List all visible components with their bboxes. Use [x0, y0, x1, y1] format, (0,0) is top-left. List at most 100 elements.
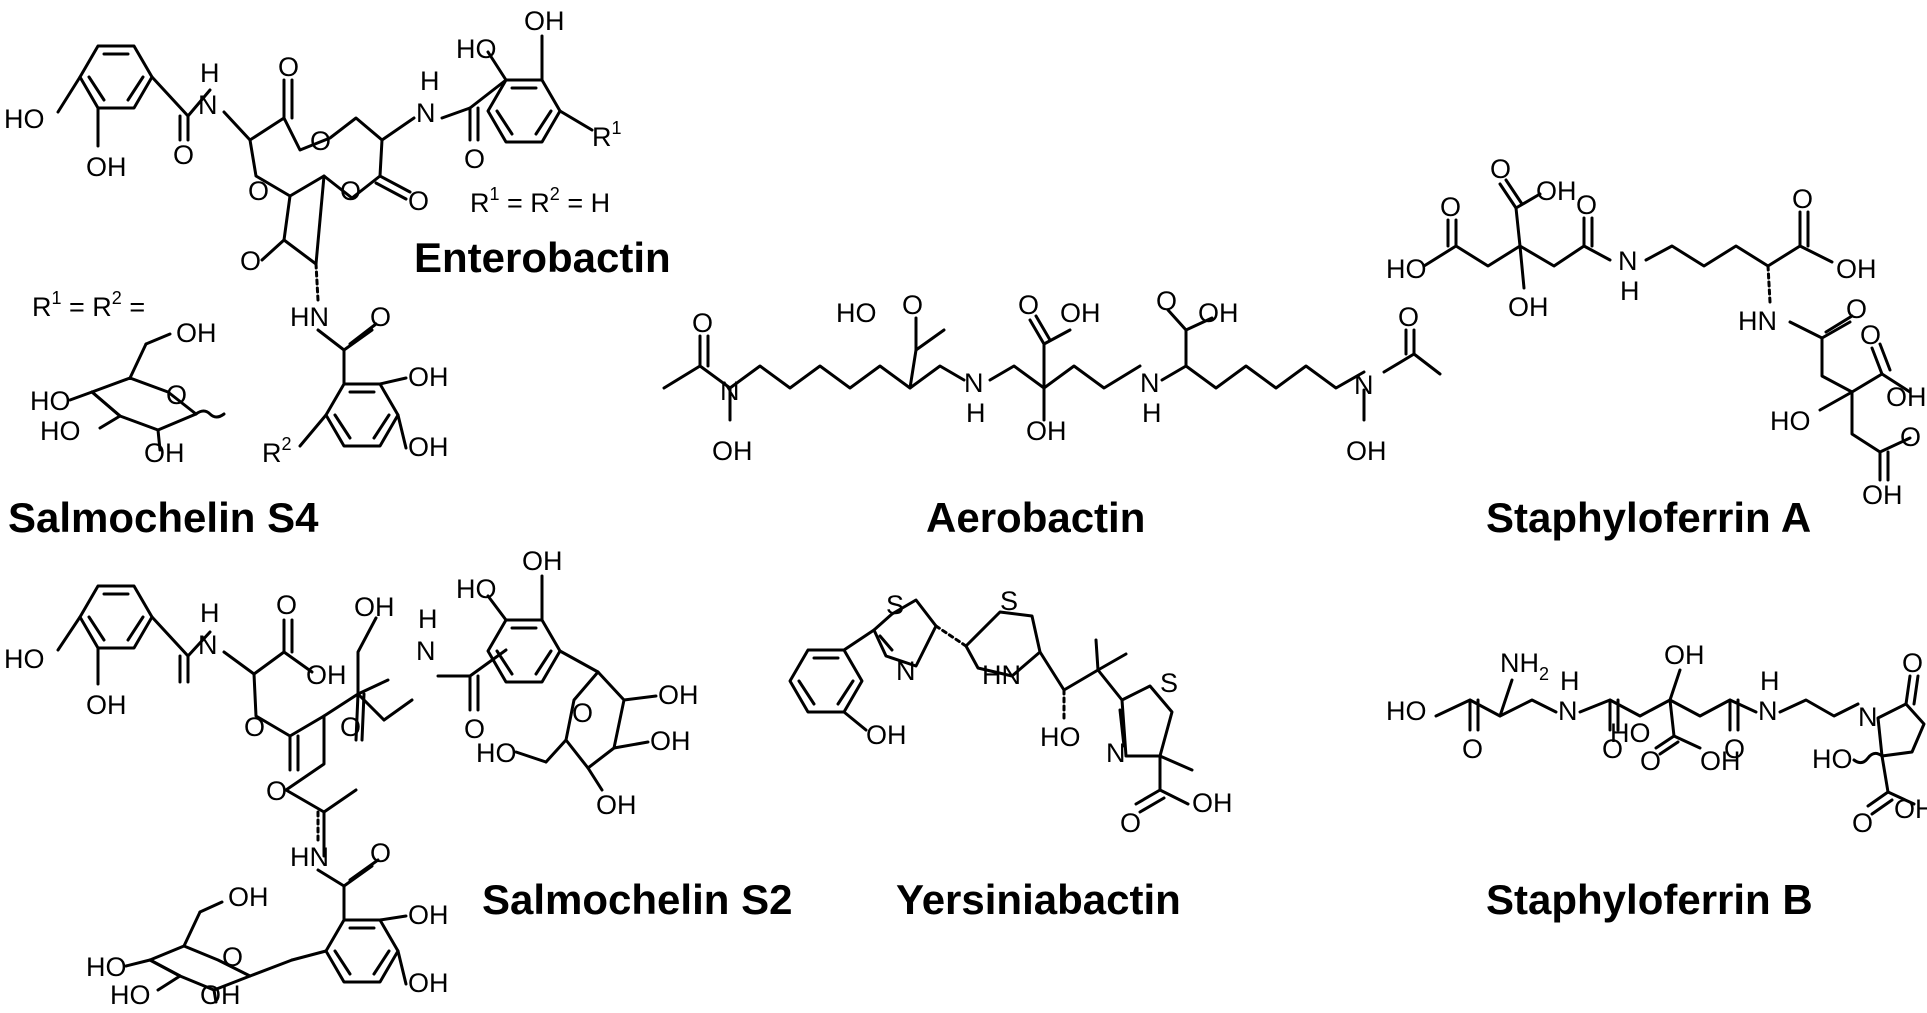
- atom-label: O: [222, 942, 243, 972]
- atom-label: N: [1140, 368, 1160, 398]
- atom-label: O: [240, 246, 261, 276]
- atom-label: O: [1640, 746, 1661, 776]
- salmochelin-substituent-note: R1 = R2 =: [32, 288, 145, 322]
- atom-label: N: [416, 98, 436, 128]
- atom-label: HO: [1610, 718, 1651, 748]
- atom-label: OH: [306, 660, 347, 690]
- atom-label: HN: [290, 302, 329, 332]
- atom-label: OH: [1894, 794, 1927, 824]
- atom-label: N: [1354, 370, 1374, 400]
- atom-label: N: [1618, 246, 1638, 276]
- atom-label: N: [1558, 696, 1578, 726]
- atom-label: HO: [4, 104, 45, 134]
- aerobactin-name: Aerobactin: [926, 494, 1145, 541]
- atom-label: O: [1576, 190, 1597, 220]
- aerobactin-citrate-core: [988, 364, 1142, 390]
- aerobactin-structure: O N OH HO O O OH O OH N H OH N H O N OH: [662, 286, 1442, 466]
- atom-label: O: [1018, 290, 1039, 320]
- glucose-substituent-s4: OH HO HO OH O: [30, 318, 226, 468]
- atom-label: NH2: [1500, 648, 1549, 684]
- atom-label: N: [198, 630, 218, 660]
- atom-label: H: [1620, 276, 1640, 306]
- staphyloferrin-b-pyrrolidinone: [1876, 702, 1926, 758]
- staphyloferrin-a-structure: O OH HO O OH O H N O OH HN O O OH HO O O…: [1386, 154, 1927, 510]
- atom-label: H: [420, 66, 440, 96]
- atom-label: O: [340, 176, 361, 206]
- atom-label: S: [886, 590, 904, 620]
- enterobactin-macrocycle: [248, 116, 384, 200]
- atom-label: H: [418, 604, 438, 634]
- atom-label: O: [1156, 286, 1177, 316]
- staphyloferrin-b-structure: NH2 H N HO O O OH H N O N O O OH HO HO O…: [1386, 640, 1927, 838]
- atom-label: HO: [456, 574, 497, 604]
- atom-label: OH: [408, 362, 449, 392]
- atom-label: OH: [176, 318, 217, 348]
- atom-label: O: [166, 380, 187, 410]
- atom-label: O: [692, 308, 713, 338]
- atom-label: OH: [408, 900, 449, 930]
- atom-label: O: [248, 176, 269, 206]
- atom-label: O: [464, 144, 485, 174]
- staphyloferrin-a-name: Staphyloferrin A: [1486, 494, 1811, 541]
- atom-label: O: [370, 838, 391, 868]
- atom-label: OH: [1346, 436, 1387, 466]
- salmochelin-s2-name: Salmochelin S2: [482, 876, 792, 923]
- atom-label: O: [1900, 422, 1921, 452]
- atom-label: OH: [86, 152, 127, 182]
- yersiniabactin-name: Yersiniabactin: [896, 876, 1181, 923]
- atom-label: S: [1000, 586, 1018, 616]
- atom-label: N: [896, 656, 916, 686]
- enterobactin-structure: HO OH H N O O O O O O O H N O HO OH R1 H…: [4, 6, 622, 468]
- staphyloferrin-b-name: Staphyloferrin B: [1486, 876, 1813, 923]
- atom-label: OH: [596, 790, 637, 820]
- atom-label: OH: [354, 592, 395, 622]
- atom-label: OH: [866, 720, 907, 750]
- atom-label: O: [1724, 734, 1745, 764]
- atom-label: OH: [408, 968, 449, 998]
- atom-label: HO: [476, 738, 517, 768]
- staphyloferrin-a-left-chain: [1422, 244, 1612, 268]
- atom-label: HO: [86, 952, 127, 982]
- atom-label: O: [244, 712, 265, 742]
- atom-label: HO: [1040, 722, 1081, 752]
- atom-label: O: [902, 290, 923, 320]
- atom-label: O: [1846, 294, 1867, 324]
- atom-label: O: [1440, 192, 1461, 222]
- atom-label: H: [1560, 666, 1580, 696]
- atom-label: OH: [712, 436, 753, 466]
- atom-label: H: [966, 398, 986, 428]
- atom-label: H: [1142, 398, 1162, 428]
- atom-label: O: [572, 698, 593, 728]
- atom-label: H: [1760, 666, 1780, 696]
- atom-label: OH: [524, 6, 565, 36]
- atom-label: OH: [408, 432, 449, 462]
- atom-label: OH: [522, 546, 563, 576]
- atom-label: R2: [262, 434, 292, 468]
- atom-label: HO: [1386, 254, 1427, 284]
- atom-label: HO: [456, 34, 497, 64]
- atom-label: OH: [1026, 416, 1067, 446]
- atom-label: HO: [4, 644, 45, 674]
- atom-label: OH: [1886, 382, 1927, 412]
- atom-label: HO: [836, 298, 877, 328]
- atom-label: H: [200, 58, 220, 88]
- atom-label: N: [1858, 702, 1878, 732]
- atom-label: OH: [1862, 480, 1903, 510]
- atom-label: HN: [1738, 306, 1777, 336]
- yersiniabactin-structure: S N S HN OH HO S N O OH: [788, 586, 1233, 838]
- atom-label: O: [1792, 184, 1813, 214]
- staphyloferrin-a-ornithine: [1644, 244, 1802, 268]
- aerobactin-backbone-left: [662, 364, 966, 390]
- atom-label: OH: [228, 882, 269, 912]
- atom-label: O: [1902, 648, 1923, 678]
- atom-label: O: [278, 52, 299, 82]
- atom-label: HO: [40, 416, 81, 446]
- atom-label: OH: [1536, 176, 1577, 206]
- atom-label: OH: [1198, 298, 1239, 328]
- atom-label: O: [340, 712, 361, 742]
- atom-label: O: [1860, 320, 1881, 350]
- atom-label: O: [1852, 808, 1873, 838]
- atom-label: HO: [1770, 406, 1811, 436]
- atom-label: OH: [1060, 298, 1101, 328]
